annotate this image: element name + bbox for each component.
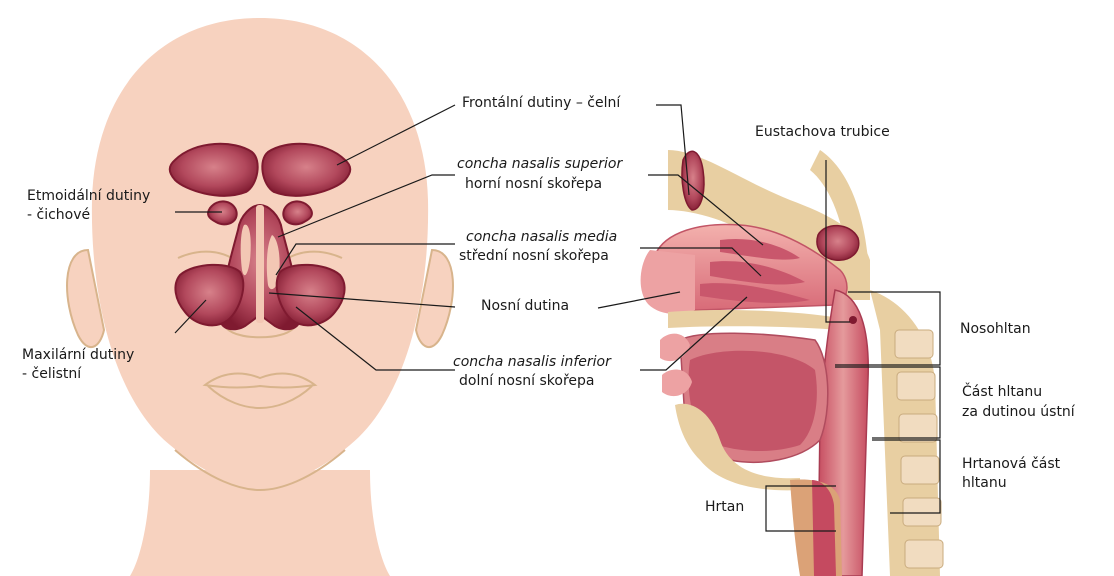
nose-tip [641,250,695,314]
eustachian-opening [849,316,857,324]
label-oropharynx-line2: za dutinou ústní [962,403,1075,422]
label-nasal-cavity: Nosní dutina [481,297,569,316]
label-ethmoid-line2: - čichové [27,206,90,225]
label-nasopharynx: Nosohltan [960,320,1031,339]
label-superior-latin: concha nasalis superior [457,155,622,174]
label-larynx: Hrtan [705,498,744,517]
label-superior-czech: horní nosní skořepa [465,175,602,194]
label-maxillary-line2: - čelistní [22,365,81,384]
label-maxillary-line1: Maxilární dutiny [22,346,134,365]
neck [130,470,390,576]
label-media-latin: concha nasalis media [466,228,617,247]
label-inferior-latin: concha nasalis inferior [453,353,611,372]
front-face [67,18,453,576]
sphenoid-sinus [817,226,859,261]
label-ethmoid-line1: Etmoidální dutiny [27,187,150,206]
label-oropharynx-line1: Část hltanu [962,383,1042,402]
label-eustachian-tube: Eustachova trubice [755,123,890,142]
sagittal-section [641,150,943,576]
label-inferior-czech: dolní nosní skořepa [459,372,595,391]
label-laryngopharynx-line2: hltanu [962,474,1007,493]
label-frontal-sinuses: Frontální dutiny – čelní [462,94,620,113]
nasal-septum [256,205,264,323]
ethmoid-sinus-right [283,201,312,224]
label-laryngopharynx-line1: Hrtanová část [962,455,1060,474]
ethmoid-sinus-left [208,201,237,224]
hard-palate [668,310,840,330]
label-media-czech: střední nosní skořepa [459,247,609,266]
